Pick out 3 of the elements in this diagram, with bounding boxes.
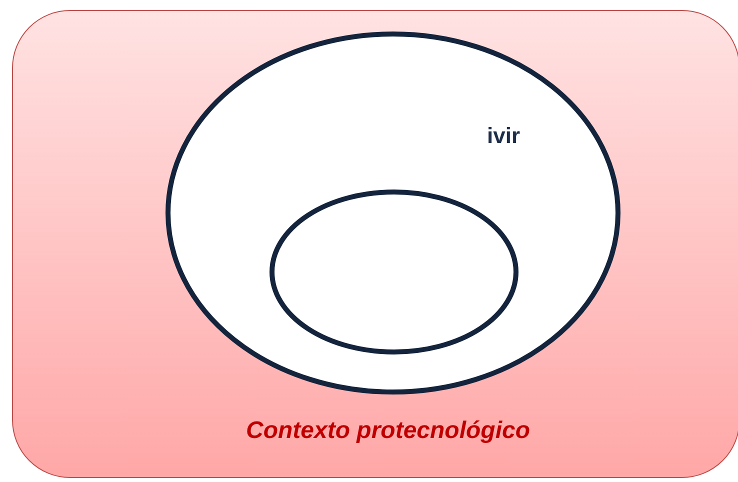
- context-label: Contexto protecnológico: [246, 417, 530, 445]
- context-box: [12, 10, 738, 478]
- ellipse-label: ivir: [487, 123, 520, 149]
